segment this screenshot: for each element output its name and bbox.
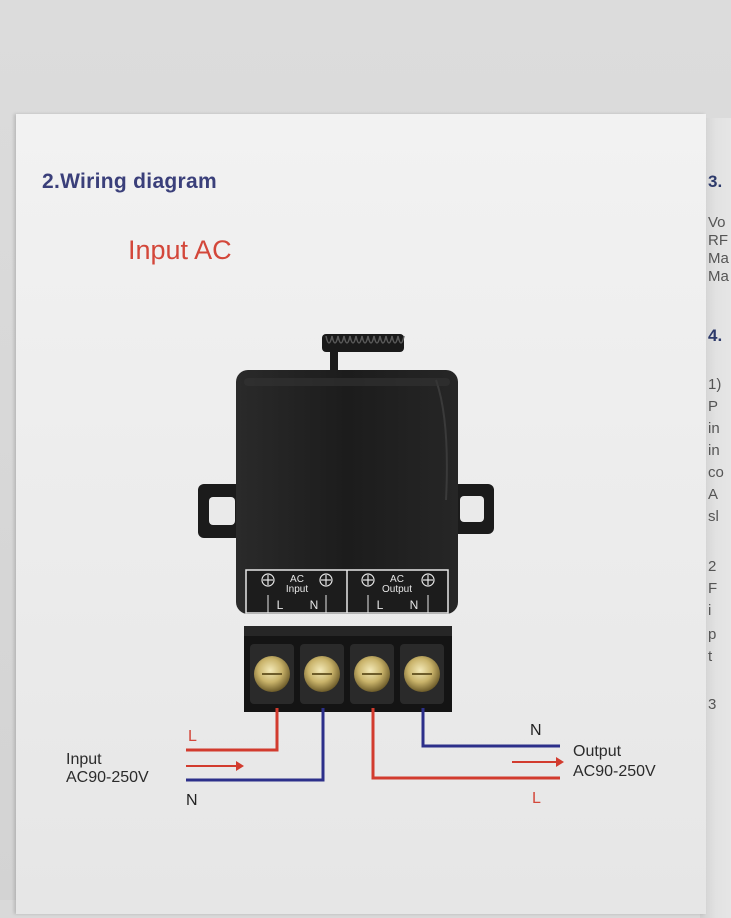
input-pin-l: L xyxy=(277,598,284,612)
screw-terminal xyxy=(300,644,344,704)
output-n-label: N xyxy=(530,722,542,739)
output-pin-l: L xyxy=(377,598,384,612)
next-page-fragment: 3 xyxy=(708,696,717,713)
ac-output-label-line2: Output xyxy=(382,584,412,595)
relay-module-body xyxy=(236,370,458,614)
next-page-fragment: Vo xyxy=(708,214,726,231)
input-neutral-wire xyxy=(186,708,325,782)
output-label: Output xyxy=(573,743,622,760)
next-page-fragment: p xyxy=(708,626,717,643)
screw-terminal xyxy=(400,644,444,704)
ac-input-label-line2: Input xyxy=(286,584,308,595)
ac-output-label-line1: AC xyxy=(390,574,404,585)
input-live-wire xyxy=(186,708,279,752)
screw-terminal xyxy=(250,644,294,704)
input-arrow xyxy=(186,761,244,771)
screw-terminal xyxy=(350,644,394,704)
input-n-label: N xyxy=(186,792,198,809)
next-page-fragment: F xyxy=(708,580,718,597)
next-page-fragment: sl xyxy=(708,508,719,525)
next-page-fragment: 1) xyxy=(708,376,722,393)
ac-input-label-line1: AC xyxy=(290,574,304,585)
input-pin-n: N xyxy=(310,598,319,612)
next-page-fragment: P xyxy=(708,398,719,415)
section-title: 2.Wiring diagram xyxy=(42,170,217,193)
output-voltage-label: AC90-250V xyxy=(573,763,656,780)
diagram-subtitle: Input AC xyxy=(128,235,232,265)
mounting-ear-right xyxy=(452,484,494,534)
output-neutral-wire xyxy=(421,708,560,748)
next-page-fragment: RF xyxy=(708,232,728,249)
next-page-fragment: Ma xyxy=(708,250,729,267)
next-page-fragment: in xyxy=(708,442,720,459)
mounting-ear-left xyxy=(198,484,244,538)
next-page-fragment: t xyxy=(708,648,713,665)
next-page-fragment: 4. xyxy=(708,326,723,345)
output-live-wire xyxy=(371,708,560,780)
input-label: Input xyxy=(66,751,102,768)
input-voltage-label: AC90-250V xyxy=(66,769,149,786)
terminal-label-strip: AC Input AC Output L N L N xyxy=(245,569,449,614)
next-page-fragment: A xyxy=(708,486,719,503)
next-page-fragment: in xyxy=(708,420,720,437)
next-page-fragment: 2 xyxy=(708,558,717,575)
input-l-label: L xyxy=(188,728,197,745)
next-page-fragment: Ma xyxy=(708,268,729,285)
next-page-fragment: 3. xyxy=(708,172,723,191)
next-page-fragment: i xyxy=(708,602,712,619)
output-l-label: L xyxy=(532,790,541,807)
next-page-fragment: co xyxy=(708,464,724,481)
terminal-block xyxy=(244,626,452,712)
antenna-coil xyxy=(322,334,405,374)
output-pin-n: N xyxy=(410,598,419,612)
output-arrow xyxy=(512,757,564,767)
